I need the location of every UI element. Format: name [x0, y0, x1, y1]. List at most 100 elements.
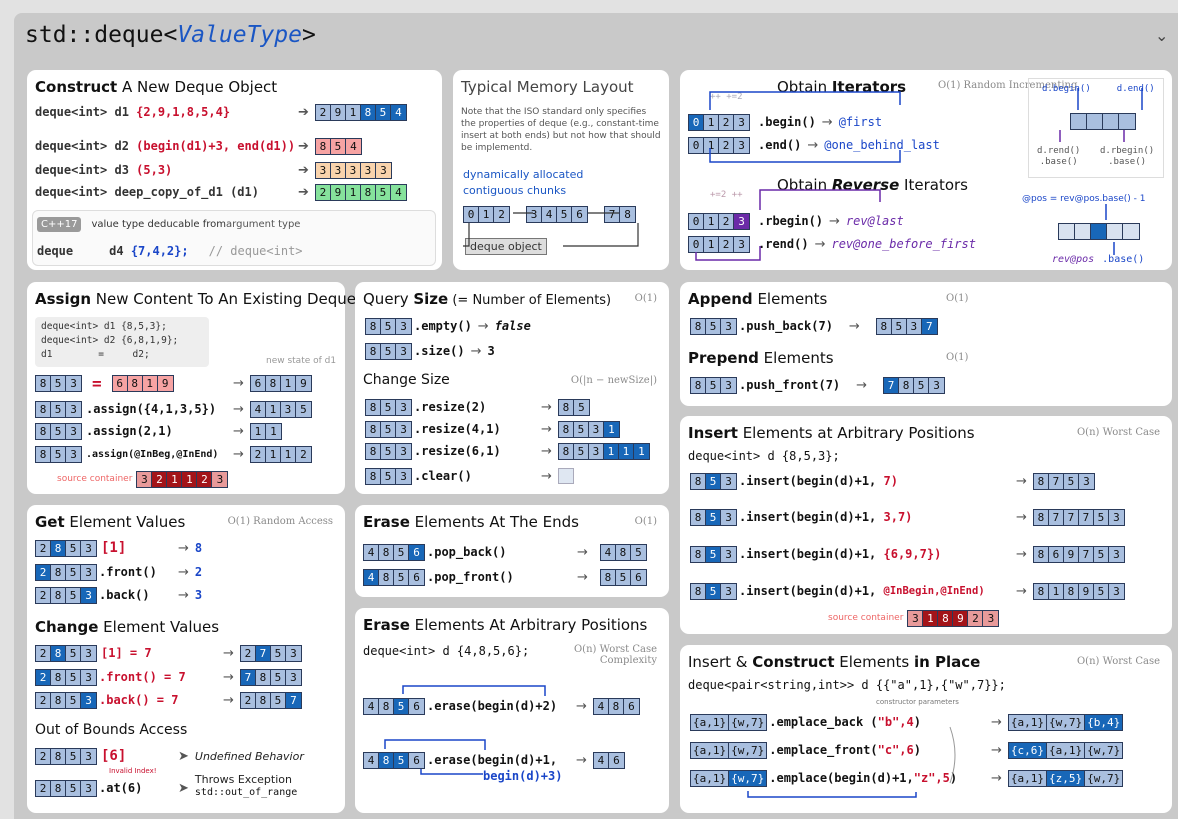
deque-cell: {w,7} [1085, 742, 1123, 758]
deque-cell: 8 [876, 318, 892, 334]
deque-cell: 3 [721, 473, 736, 489]
deque-cell: 3 [345, 162, 361, 178]
deque-cell: 8 [51, 645, 66, 661]
deque-cell: 4 [364, 569, 379, 585]
deque-cell: 5 [381, 468, 396, 484]
deque-cell: 1 [603, 421, 619, 437]
deque-cell: 8 [379, 569, 394, 585]
deque-cell: 3 [81, 669, 96, 685]
erase-arrows [384, 685, 546, 775]
deque-cell: 8 [36, 446, 51, 462]
deque-cell: 4 [364, 544, 379, 560]
deque-cell: 3 [396, 399, 411, 415]
deque-cell: 1 [603, 443, 619, 459]
deque-cell: 8 [558, 421, 574, 437]
deque-cell: 5 [1093, 509, 1109, 525]
deque-cell: 3 [721, 377, 736, 393]
deque-cell: 8 [315, 138, 331, 154]
deque-cell: 5 [66, 748, 81, 764]
deque-cell: 5 [615, 569, 631, 585]
deque-cell: 6 [623, 698, 639, 714]
deque-cell: 6 [1048, 546, 1064, 562]
deque-cell: {a,1} [1008, 770, 1048, 786]
deque-cells: {a,1}{w,7}{b,4} [1007, 713, 1124, 731]
deque-cell: {z,5} [1047, 770, 1086, 786]
deque-cell: {a,1} [691, 770, 730, 786]
deque-cell: 8 [620, 206, 635, 222]
deque-cell: 5 [706, 546, 721, 562]
deque-cell: 3 [396, 443, 411, 459]
deque-cell: 3 [734, 213, 749, 229]
deque-cell: 4 [600, 544, 616, 560]
deque-cell: 5 [557, 206, 572, 222]
deque-cell: 3 [721, 583, 736, 599]
deque-cell: 2 [36, 587, 51, 603]
deque-cell: 3 [315, 162, 331, 178]
deque-cell: 5 [66, 540, 81, 556]
deque-cell: 7 [921, 318, 937, 334]
deque-cell: 5 [706, 377, 721, 393]
deque-cell: 3 [527, 206, 542, 222]
deque-cell: 6 [630, 569, 646, 585]
deque-cell: 3 [588, 443, 604, 459]
complexity: O(1) Random Incrementing [938, 80, 1078, 91]
deque-cell: 5 [66, 564, 81, 580]
deque-cell: 8 [600, 569, 616, 585]
deque-cell: 6 [572, 206, 587, 222]
deque-cell: 4 [390, 184, 406, 200]
deque-cell: 5 [51, 423, 66, 439]
deque-cell: 0 [689, 213, 704, 229]
deque-cell: 4 [593, 698, 609, 714]
deque-cell: 3 [81, 564, 96, 580]
new-state-label: new state of d1 [266, 356, 337, 366]
page-title: std::deque<ValueType> [25, 22, 316, 48]
deque-cell: {w,7} [729, 770, 767, 786]
pos-formula: @pos = rev@pos.base() - 1 [1022, 194, 1146, 204]
deque-cell: 8 [899, 377, 915, 393]
deque-cell: 8 [36, 423, 51, 439]
deque-cell: 2 [152, 471, 168, 487]
chevron-down-icon[interactable]: ⌄ [1155, 26, 1169, 45]
deque-cell: 5 [706, 473, 721, 489]
deque-cell: 3 [81, 540, 96, 556]
deque-cell: 9 [1063, 546, 1079, 562]
deque-cell: {a,1} [691, 742, 730, 758]
deque-cell: 8 [615, 544, 631, 560]
emplace-card: Insert & Construct Elements in Place O(n… [680, 645, 1172, 813]
deque-cell: 2 [968, 610, 984, 626]
deque-cell: 8 [379, 698, 394, 714]
construct-card: Construct A New Deque Object deque<int> … [27, 70, 442, 270]
iterators-card: Obtain Iterators O(1) Random Incrementin… [680, 70, 1172, 270]
deque-cell: 6 [409, 752, 424, 768]
deque-cell: 5 [381, 421, 396, 437]
deque-cell: 8 [691, 546, 706, 562]
deque-cell: 0 [689, 236, 704, 252]
deque-cell: 2 [315, 184, 331, 200]
deque-cell: 8 [51, 780, 66, 796]
deque-cell: 9 [295, 375, 311, 391]
deque-cell: 5 [270, 669, 286, 685]
deque-cell: 8 [691, 473, 706, 489]
